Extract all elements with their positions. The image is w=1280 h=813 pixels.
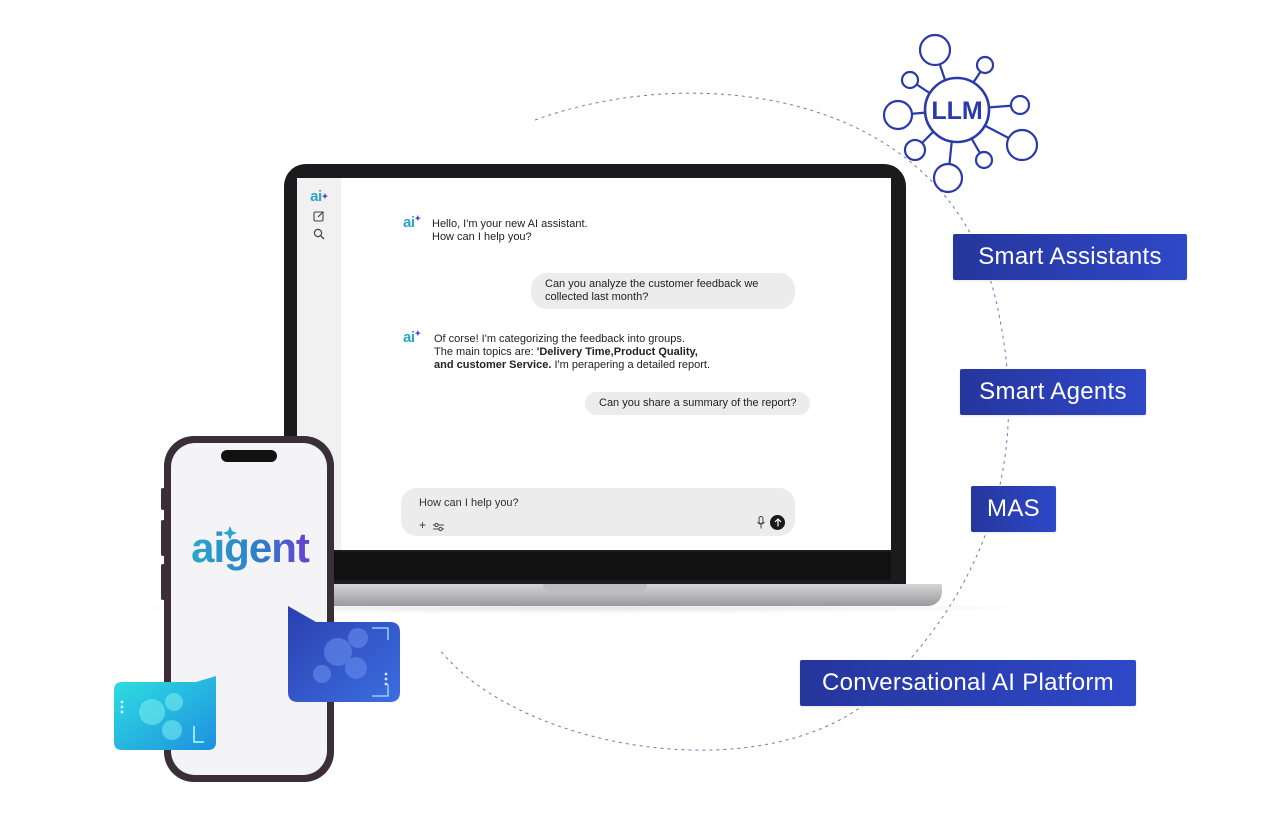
assistant-message-greeting: Hello, I'm your new AI assistant. How ca… (432, 218, 588, 244)
reply-line2-bold: 'Delivery Time,Product Quality, (536, 346, 698, 358)
sidebar-ai-logo-text: ai (310, 187, 322, 205)
pill-conversational-ai-platform: Conversational AI Platform (800, 660, 1136, 706)
laptop-screen: ai✦ ai✦ Hello, I'm your new AI assistant… (297, 178, 891, 550)
blue-chat-bubble-graphic (288, 606, 400, 702)
pill-mas: MAS (971, 486, 1056, 532)
greeting-line1: Hello, I'm your new AI assistant. (432, 218, 588, 230)
ai-logo-icon[interactable]: ai✦ (310, 187, 328, 205)
user-message-2: Can you share a summary of the report? (585, 392, 811, 415)
reply-line3-post: I'm perapering a detailed report. (551, 359, 711, 371)
settings-sliders-icon[interactable] (433, 519, 444, 537)
laptop-base (250, 584, 942, 606)
phone-side-button-1 (161, 488, 165, 510)
microphone-icon[interactable] (756, 516, 766, 534)
phone-side-button-2 (161, 520, 165, 556)
reply-line2-pre: The main topics are: (434, 346, 537, 358)
reply-line1: Of corse! I'm categorizing the feedback … (434, 333, 685, 345)
assistant-avatar-icon: ai✦ (403, 214, 421, 231)
reply-line3-bold: and customer Service. (434, 359, 552, 371)
search-icon[interactable] (311, 226, 327, 242)
user1-line1: Can you analyze the customer feedback we (545, 278, 759, 290)
chat-input-box[interactable]: How can I help you? + (401, 488, 795, 536)
assistant-avatar-text: ai (403, 214, 415, 231)
greeting-line2: How can I help you? (432, 231, 532, 243)
aigent-logo: aigent (180, 520, 320, 576)
assistant-avatar-text-2: ai (403, 329, 415, 346)
assistant-avatar-icon-2: ai✦ (403, 329, 421, 346)
phone-dynamic-island (221, 450, 277, 462)
llm-label: LLM (931, 97, 982, 125)
teal-chat-bubble-graphic (114, 676, 216, 750)
pill-smart-assistants: Smart Assistants (953, 234, 1187, 280)
laptop-base-notch (543, 584, 647, 592)
phone-side-button-3 (161, 564, 165, 600)
user1-line2: collected last month? (545, 291, 649, 303)
user2-text: Can you share a summary of the report? (599, 397, 797, 409)
pill-platform-label: Conversational AI Platform (822, 669, 1114, 696)
plus-icon[interactable]: + (419, 518, 427, 532)
assistant-message-reply: Of corse! I'm categorizing the feedback … (434, 333, 710, 372)
pill-smart-agents: Smart Agents (960, 369, 1146, 415)
aigent-logo-text: aigent (191, 524, 310, 571)
laptop-chin (297, 552, 891, 580)
llm-network-icon: LLM (882, 33, 1039, 194)
user-message-1: Can you analyze the customer feedback we… (531, 273, 795, 309)
pill-smart-agents-label: Smart Agents (979, 378, 1127, 405)
pill-mas-label: MAS (987, 495, 1040, 522)
edit-icon[interactable] (311, 208, 327, 224)
chat-input-placeholder[interactable]: How can I help you? (419, 497, 519, 509)
pill-smart-assistants-label: Smart Assistants (978, 243, 1162, 270)
send-arrow-icon[interactable] (770, 515, 785, 530)
